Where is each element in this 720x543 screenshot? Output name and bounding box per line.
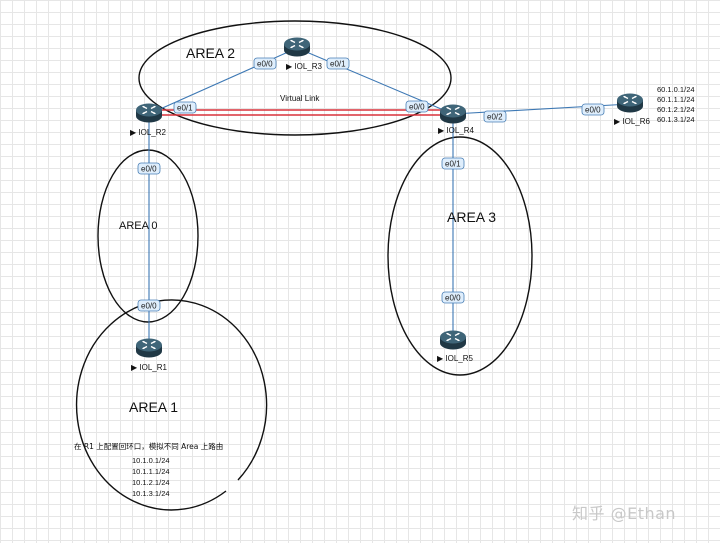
port-label: e0/0 — [257, 60, 273, 69]
port-label: e0/0 — [141, 165, 157, 174]
router-r3-label: ▶ IOL_R3 — [286, 62, 322, 71]
port-label: e0/0 — [141, 302, 157, 311]
router-icon — [616, 92, 644, 114]
r1-loopback-item: 10.1.2.1/24 — [132, 478, 170, 487]
router-icon — [439, 329, 467, 351]
router-r6[interactable] — [616, 92, 644, 114]
port-label: e0/0 — [409, 103, 425, 112]
r6-loopback-item: 60.1.2.1/24 — [657, 105, 695, 114]
router-r1-label: ▶ IOL_R1 — [131, 363, 167, 372]
play-icon: ▶ — [130, 128, 138, 137]
port-r1-e0-0[interactable]: e0/0 — [137, 299, 161, 312]
r1-note: 在 R1 上配置回环口，模拟不同 Area 上路由 — [74, 441, 223, 451]
r6-loopback-list: 60.1.0.1/24 60.1.1.1/24 60.1.2.1/24 60.1… — [657, 85, 695, 124]
r1-loopback-item: 10.1.3.1/24 — [132, 489, 170, 498]
area1-label: AREA 1 — [129, 399, 178, 415]
virtual-link-label: Virtual Link — [280, 94, 320, 103]
port-label: e0/1 — [445, 160, 461, 169]
play-icon: ▶ — [614, 117, 622, 126]
router-r4-label: ▶ IOL_R4 — [438, 126, 474, 135]
watermark: 知乎 @Ethan — [572, 504, 677, 523]
r1-loopback-item: 10.1.1.1/24 — [132, 467, 170, 476]
router-r2-label: ▶ IOL_R2 — [130, 128, 166, 137]
area3-label: AREA 3 — [447, 209, 496, 225]
area0-boundary — [97, 149, 199, 323]
play-icon: ▶ — [438, 126, 446, 135]
port-r2-e0-0[interactable]: e0/0 — [137, 162, 161, 175]
play-icon: ▶ — [286, 62, 294, 71]
router-r2[interactable] — [135, 102, 163, 124]
r6-loopback-item: 60.1.1.1/24 — [657, 95, 695, 104]
port-r3-e0-1[interactable]: e0/1 — [326, 57, 350, 70]
router-icon — [283, 36, 311, 58]
router-icon — [439, 103, 467, 125]
router-r1[interactable] — [135, 337, 163, 359]
port-r4-e0-2[interactable]: e0/2 — [483, 110, 507, 123]
router-icon — [135, 337, 163, 359]
r6-loopback-item: 60.1.0.1/24 — [657, 85, 695, 94]
r1-loopback-list: 10.1.0.1/24 10.1.1.1/24 10.1.2.1/24 10.1… — [132, 456, 170, 498]
port-label: e0/2 — [487, 113, 503, 122]
router-r3[interactable] — [283, 36, 311, 58]
play-icon: ▶ — [131, 363, 139, 372]
area2-label: AREA 2 — [186, 45, 235, 61]
r6-loopback-item: 60.1.3.1/24 — [657, 115, 695, 124]
link-r3-r4 — [296, 47, 454, 115]
port-r5-e0-0[interactable]: e0/0 — [441, 291, 465, 304]
port-label: e0/1 — [330, 60, 346, 69]
port-label: e0/1 — [177, 104, 193, 113]
area2-boundary — [138, 20, 452, 136]
area1-boundary — [75, 299, 268, 511]
port-r2-e0-1[interactable]: e0/1 — [173, 101, 197, 114]
port-r4-e0-1[interactable]: e0/1 — [441, 157, 465, 170]
port-r6-e0-0[interactable]: e0/0 — [581, 103, 605, 116]
area3-boundary — [387, 136, 533, 376]
router-r5[interactable] — [439, 329, 467, 351]
router-r4[interactable] — [439, 103, 467, 125]
port-r4-e0-0[interactable]: e0/0 — [405, 100, 429, 113]
router-icon — [135, 102, 163, 124]
port-r3-e0-0[interactable]: e0/0 — [253, 57, 277, 70]
r1-loopback-item: 10.1.0.1/24 — [132, 456, 170, 465]
play-icon: ▶ — [437, 354, 445, 363]
area0-label: AREA 0 — [119, 220, 158, 232]
port-label: e0/0 — [445, 294, 461, 303]
port-label: e0/0 — [585, 106, 601, 115]
router-r6-label: ▶ IOL_R6 — [614, 117, 650, 126]
router-r5-label: ▶ IOL_R5 — [437, 354, 473, 363]
